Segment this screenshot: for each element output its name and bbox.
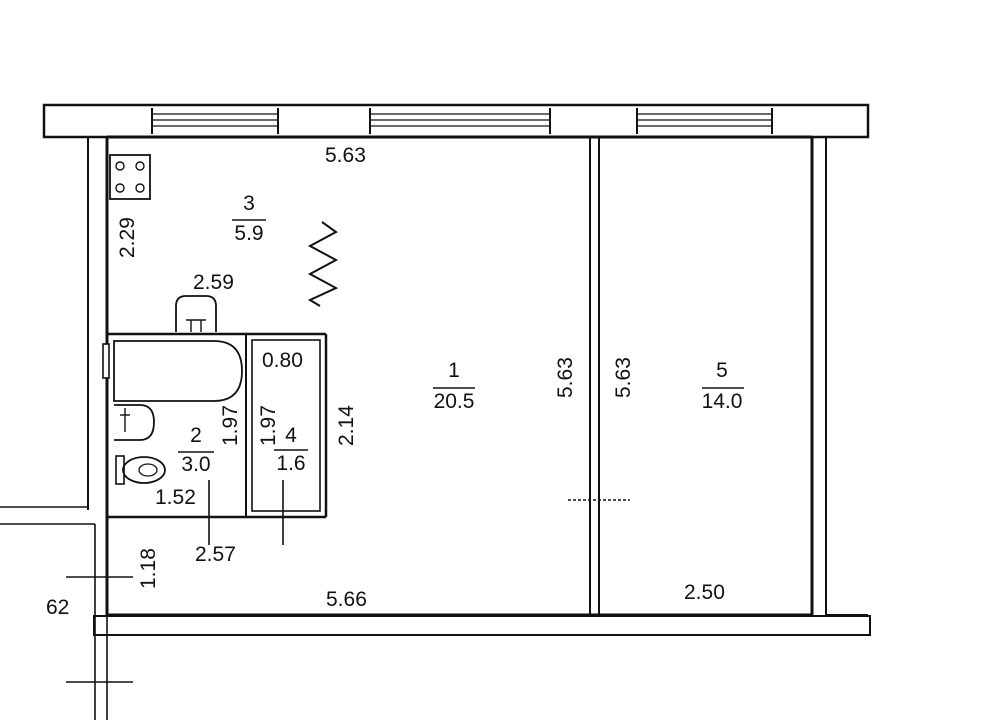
dim-utility-height: 2.14 xyxy=(335,405,358,446)
dim-closet-height: 1.97 xyxy=(257,405,280,446)
kitchen-bath-partition xyxy=(102,332,328,545)
room-5-label: 5 14.0 xyxy=(702,359,744,413)
room-number: 4 xyxy=(285,424,297,447)
kitchen-sink-icon xyxy=(175,295,217,332)
dim-bath-width: 1.52 xyxy=(155,486,196,509)
dim-room5-width: 2.50 xyxy=(684,581,725,604)
room-area: 14.0 xyxy=(702,390,743,413)
dim-bath-height: 1.97 xyxy=(219,405,242,446)
toilet-icon xyxy=(115,455,166,485)
dim-closet-width: 0.80 xyxy=(262,349,303,372)
dim-hall-width: 2.57 xyxy=(195,543,236,566)
stove-icon xyxy=(109,154,151,200)
room-area: 20.5 xyxy=(434,390,475,413)
radiator-icon xyxy=(307,221,339,307)
exterior-top-wall xyxy=(42,103,870,139)
room-2-label: 2 3.0 xyxy=(178,424,214,476)
room-number: 2 xyxy=(190,424,202,447)
partition-room1-room5 xyxy=(568,137,630,615)
dim-room1-height: 5.63 xyxy=(554,357,577,398)
dim-room5-height: 5.63 xyxy=(612,357,635,398)
room-area: 1.6 xyxy=(276,452,305,475)
dim-bottom-width: 5.66 xyxy=(326,588,367,611)
dim-hall-depth: 1.18 xyxy=(137,548,160,589)
bathtub-icon xyxy=(113,340,243,402)
room-number: 3 xyxy=(243,192,255,215)
dim-top-width: 5.63 xyxy=(325,144,366,167)
washbasin-icon xyxy=(114,404,155,441)
room-number: 1 xyxy=(448,359,460,382)
room-area: 5.9 xyxy=(234,222,263,245)
window-right xyxy=(636,108,773,134)
dim-kitchen-depth: 2.29 xyxy=(116,217,139,258)
dim-corridor-offset: 62 xyxy=(46,596,69,619)
window-left xyxy=(151,108,279,134)
window-middle xyxy=(369,108,551,134)
room-3-label: 3 5.9 xyxy=(232,192,266,245)
dim-kitchen-partition: 2.59 xyxy=(193,271,234,294)
room-1-label: 1 20.5 xyxy=(433,359,475,413)
room-number: 5 xyxy=(716,359,728,382)
room-4-label: 4 1.6 xyxy=(274,424,308,475)
room-area: 3.0 xyxy=(181,453,210,476)
